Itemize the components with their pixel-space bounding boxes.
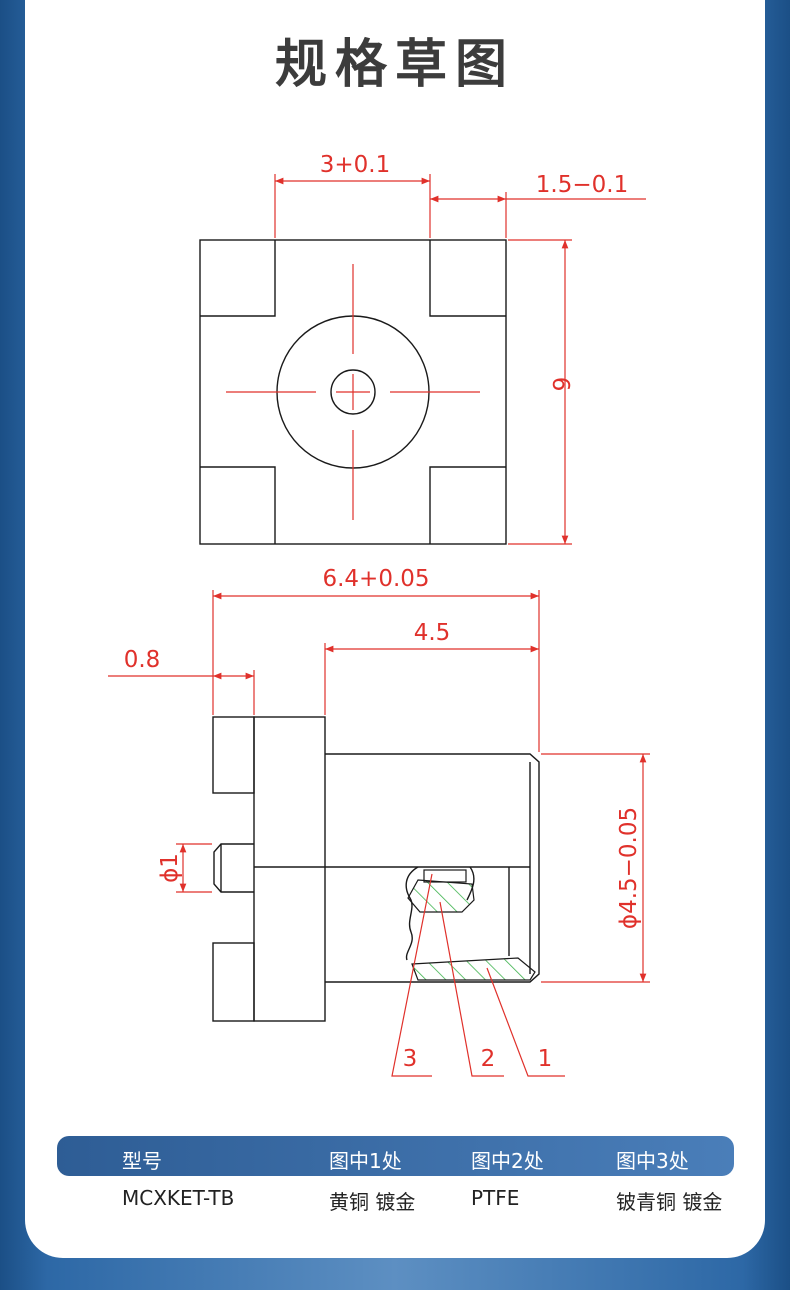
side-left-tab-top (212, 716, 255, 794)
technical-drawing: 3+0.1 1.5−0.1 6 (108, 152, 650, 1077)
value-part-2: PTFE (471, 1186, 520, 1210)
header-part-2: 图中2处 (471, 1149, 544, 1173)
header-part-3: 图中3处 (616, 1149, 689, 1173)
header-part-1: 图中1处 (329, 1149, 402, 1173)
dim-4-5-label: 4.5 (414, 620, 451, 646)
value-model: MCXKET-TB (122, 1186, 235, 1210)
content-card (25, 0, 765, 1258)
dim-pin-dia-label: ϕ1 (157, 853, 183, 883)
top-view-notches (200, 240, 506, 544)
side-break-line (405, 866, 419, 961)
dim-6-label: 6 (547, 377, 573, 392)
top-view-outline (199, 239, 507, 545)
dim-1-5-label: 1.5−0.1 (536, 172, 628, 198)
value-part-3: 铍青铜 镀金 (616, 1190, 723, 1214)
value-part-1: 黄铜 镀金 (329, 1190, 416, 1214)
side-view (212, 716, 540, 1022)
spec-table-header (57, 1136, 734, 1176)
dim-0-8-label: 0.8 (124, 647, 161, 673)
top-view-inner-circle (330, 369, 376, 415)
side-hatch (407, 869, 536, 981)
top-view-dimensions (274, 174, 646, 545)
top-view-centerlines (226, 264, 480, 520)
header-model: 型号 (122, 1149, 162, 1173)
side-view-dimensions (108, 590, 650, 983)
side-pin (213, 843, 254, 893)
dim-6-4-label: 6.4+0.05 (322, 566, 429, 592)
side-flange (253, 716, 326, 1022)
callout-2-label: 2 (481, 1046, 496, 1072)
callout-leaders (391, 873, 565, 1077)
callout-1-label: 1 (538, 1046, 553, 1072)
dim-body-dia-label: ϕ4.5−0.05 (616, 807, 642, 929)
side-barrel (325, 753, 540, 983)
dim-3-label: 3+0.1 (320, 152, 390, 178)
page-title: 规格草图 (274, 35, 515, 95)
callout-3-label: 3 (403, 1046, 418, 1072)
side-left-tab-bottom (212, 942, 255, 1022)
